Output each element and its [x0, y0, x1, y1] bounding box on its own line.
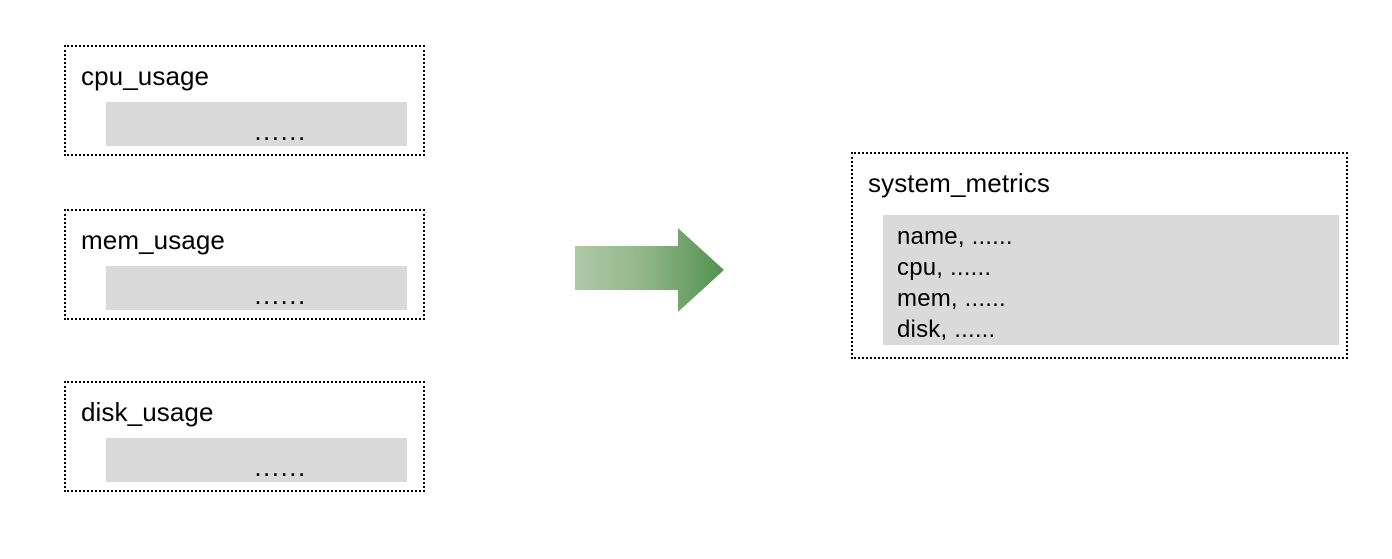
source-box-title: cpu_usage [81, 61, 210, 91]
source-box-body: ...... [106, 102, 407, 146]
source-box-title: mem_usage [81, 225, 225, 255]
source-body-ellipsis: ...... [254, 452, 307, 482]
source-box-title: disk_usage [81, 397, 214, 427]
target-body-line: cpu, ...... [897, 254, 992, 281]
source-box-body: ...... [106, 266, 407, 310]
source-body-ellipsis: ...... [254, 280, 307, 310]
target-box-title: system_metrics [868, 168, 1050, 198]
source-body-ellipsis: ...... [254, 116, 307, 146]
source-box-body: ...... [106, 438, 407, 482]
target-box-body: name, ...... cpu, ...... mem, ...... dis… [883, 215, 1339, 345]
target-box-system-metrics[interactable]: system_metrics name, ...... cpu, ...... … [851, 152, 1348, 359]
target-body-line: name, ...... [897, 223, 1013, 250]
right-arrow-icon [572, 224, 727, 316]
source-box-mem-usage[interactable]: mem_usage ...... [64, 209, 425, 320]
target-body-line: mem, ...... [897, 285, 1006, 312]
source-box-disk-usage[interactable]: disk_usage ...... [64, 381, 425, 492]
source-box-cpu-usage[interactable]: cpu_usage ...... [64, 45, 425, 156]
target-body-line: disk, ...... [897, 316, 996, 343]
